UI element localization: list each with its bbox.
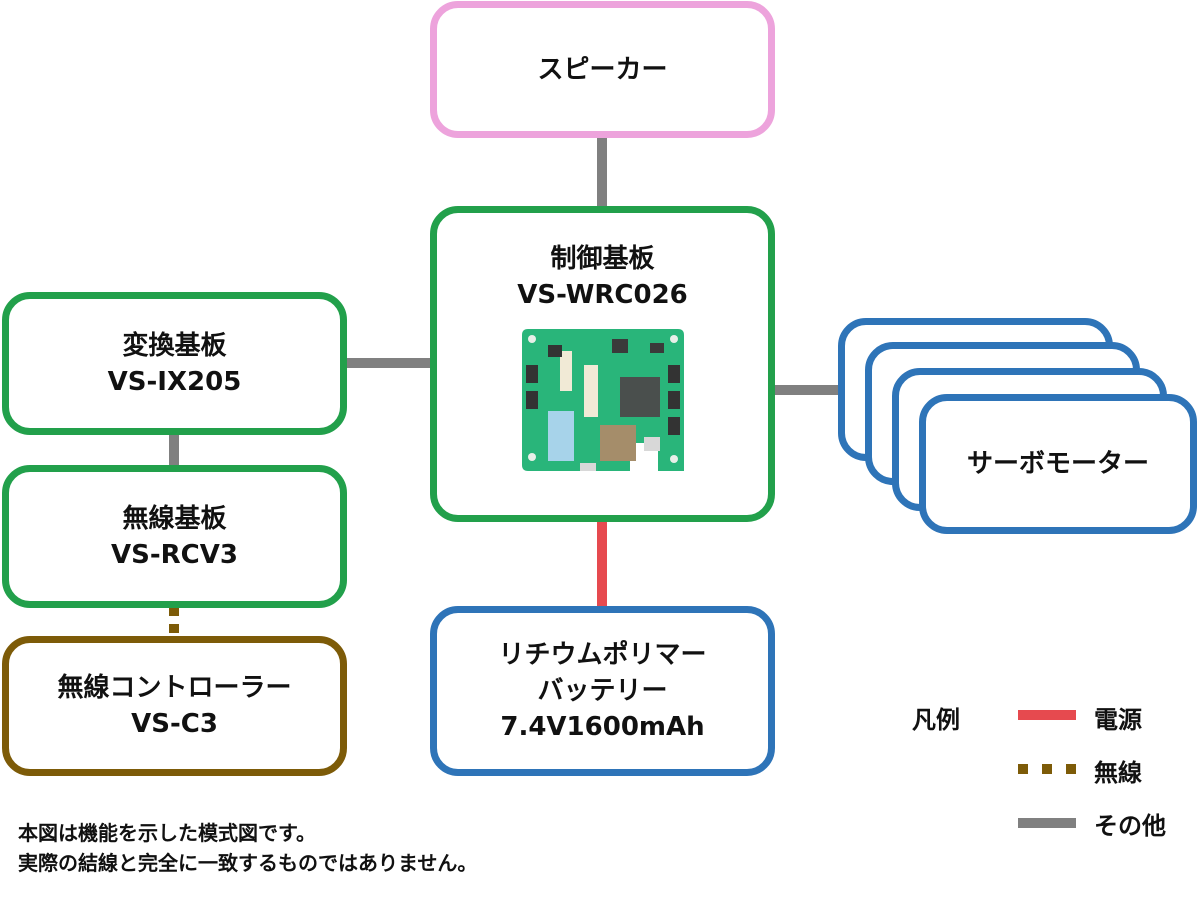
- legend-other-swatch: [1018, 818, 1076, 828]
- speaker-box: スピーカー: [430, 1, 775, 138]
- line-controller-servo: [772, 385, 842, 395]
- legend-wireless-swatch-dot: [1066, 764, 1076, 774]
- battery-kind: バッテリー: [537, 676, 668, 706]
- wireless-controller-model: VS-C3: [131, 709, 218, 739]
- line-conversion-wireless: [169, 432, 179, 468]
- battery-type: リチウムポリマー: [498, 640, 707, 670]
- wireless-controller-box: 無線コントローラー VS-C3: [2, 636, 347, 776]
- legend-other-label: その他: [1094, 812, 1166, 840]
- conversion-board-model: VS-IX205: [107, 366, 242, 397]
- wireless-controller-name: 無線コントローラー: [57, 673, 292, 703]
- wireless-dot: [169, 624, 179, 633]
- wireless-board-box: 無線基板 VS-RCV3: [2, 465, 347, 608]
- battery-box: リチウムポリマー バッテリー 7.4V1600mAh: [430, 606, 775, 776]
- legend-wireless-label: 無線: [1094, 759, 1142, 787]
- controller-board-box: 制御基板 VS-WRC026: [430, 206, 775, 522]
- disclaimer-line-2: 実際の結線と完全に一致するものではありません。: [18, 851, 478, 875]
- legend-wireless-swatch-dot: [1018, 764, 1028, 774]
- wireless-board-model: VS-RCV3: [111, 539, 238, 570]
- legend-wireless-swatch-dot: [1042, 764, 1052, 774]
- controller-board-name: 制御基板: [550, 244, 655, 274]
- speaker-label: スピーカー: [537, 54, 668, 85]
- controller-board-model: VS-WRC026: [517, 280, 688, 310]
- pcb-board-icon: [521, 329, 684, 471]
- wireless-board-name: 無線基板: [122, 503, 227, 534]
- line-conversion-controller: [342, 358, 434, 368]
- conversion-board-name: 変換基板: [122, 330, 227, 361]
- servo-motor-label: サーボモーター: [966, 449, 1149, 479]
- line-controller-battery: [597, 518, 607, 610]
- wireless-dot: [169, 607, 179, 616]
- legend-power-swatch: [1018, 710, 1076, 720]
- conversion-board-box: 変換基板 VS-IX205: [2, 292, 347, 435]
- legend-power-label: 電源: [1094, 706, 1142, 734]
- disclaimer-line-1: 本図は機能を示した模式図です。: [18, 821, 316, 845]
- line-speaker-controller: [597, 134, 607, 210]
- servo-motor-box: サーボモーター: [919, 394, 1197, 534]
- legend-title: 凡例: [912, 706, 960, 734]
- battery-spec: 7.4V1600mAh: [500, 712, 705, 742]
- pcb-board-image: [520, 325, 686, 475]
